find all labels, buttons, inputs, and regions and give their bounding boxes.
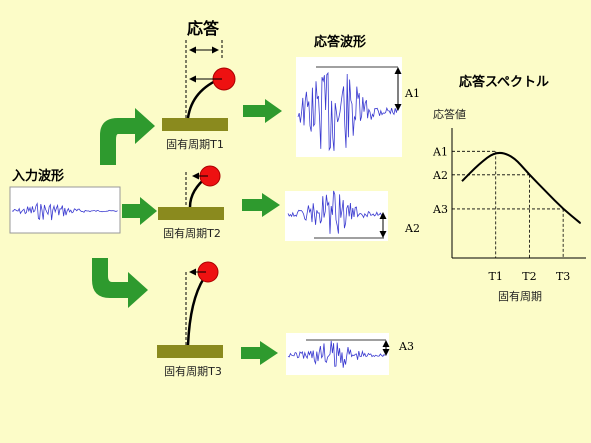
green-arrow-up bbox=[100, 108, 155, 165]
response-dimension bbox=[185, 40, 223, 60]
input-waveform bbox=[11, 202, 118, 221]
green-arrow-t1 bbox=[243, 99, 282, 123]
chart-y-label: 応答値 bbox=[433, 107, 466, 121]
response-waveform-box-3 bbox=[286, 333, 389, 375]
response-waveform-3 bbox=[287, 340, 386, 368]
green-arrow-t2 bbox=[242, 193, 280, 217]
oscillator-t2: 固有周期T2 bbox=[158, 165, 224, 240]
amplitude-label-a1: A1 bbox=[404, 87, 420, 100]
green-arrow-right bbox=[122, 197, 157, 225]
response-waveform-box-2 bbox=[285, 191, 388, 241]
spectrum-curve bbox=[461, 151, 582, 224]
y-tick-2: A3 bbox=[432, 203, 448, 216]
y-tick-0: A1 bbox=[432, 145, 448, 158]
response-waveform-2 bbox=[287, 190, 385, 234]
amplitude-label-a2: A2 bbox=[404, 222, 420, 235]
x-tick-1: T2 bbox=[522, 270, 536, 283]
input-waveform-title: 入力波形 bbox=[12, 168, 64, 184]
green-arrow-t3 bbox=[241, 341, 278, 365]
response-waveform-1 bbox=[297, 71, 398, 152]
oscillator-t3: 固有周期T3 bbox=[157, 261, 223, 378]
oscillator-t1: 固有周期T1 bbox=[162, 60, 236, 151]
period-label-t3: 固有周期T3 bbox=[164, 364, 222, 378]
response-waveform-title: 応答波形 bbox=[314, 34, 366, 50]
base-t2 bbox=[158, 207, 224, 220]
amplitude-label-a3: A3 bbox=[398, 340, 414, 353]
x-tick-0: T1 bbox=[489, 270, 503, 283]
y-tick-1: A2 bbox=[432, 169, 448, 182]
period-label-t1: 固有周期T1 bbox=[166, 137, 224, 151]
green-arrow-down bbox=[92, 258, 148, 308]
period-label-t2: 固有周期T2 bbox=[163, 226, 221, 240]
chart-x-label: 固有周期 bbox=[498, 289, 542, 303]
base-t1 bbox=[162, 118, 228, 131]
base-t3 bbox=[157, 345, 223, 358]
response-title: 応答 bbox=[187, 19, 220, 38]
chart-title: 応答スペクトル bbox=[459, 74, 549, 90]
x-tick-2: T3 bbox=[556, 270, 570, 283]
